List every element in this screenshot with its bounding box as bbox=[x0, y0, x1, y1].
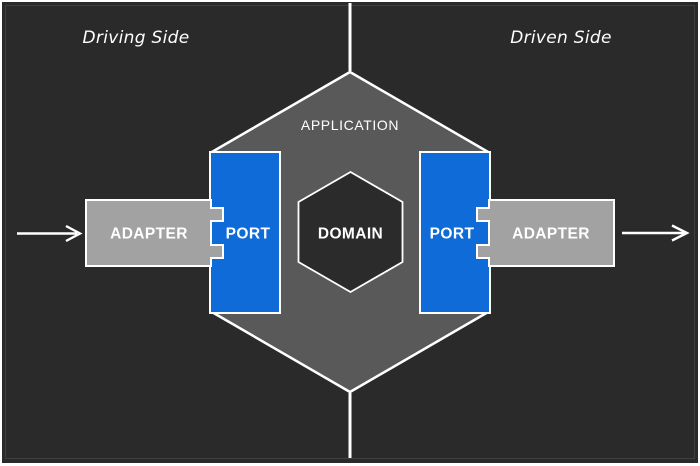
port-left-label: PORT bbox=[226, 226, 271, 243]
port-left bbox=[209, 151, 281, 314]
port-right bbox=[419, 151, 491, 314]
driven-side-label: Driven Side bbox=[510, 28, 612, 48]
adapter-right bbox=[476, 199, 615, 267]
domain-label: DOMAIN bbox=[318, 226, 383, 243]
driving-side-label: Driving Side bbox=[83, 28, 190, 48]
left-arrow-icon bbox=[17, 224, 83, 243]
adapter-right-label: ADAPTER bbox=[512, 226, 590, 243]
right-arrow-icon bbox=[622, 224, 690, 242]
adapter-left-label: ADAPTER bbox=[110, 226, 188, 243]
adapter-left bbox=[85, 199, 224, 267]
application-label: APPLICATION bbox=[301, 117, 399, 133]
port-right-label: PORT bbox=[430, 226, 475, 243]
domain-hexagon bbox=[297, 170, 404, 294]
